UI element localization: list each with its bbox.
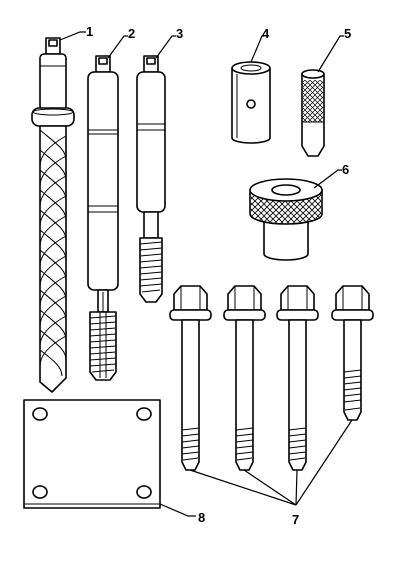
tool-2-long-tap [87,55,119,381]
callout-2: 2 [128,26,135,41]
part-8-plate [23,399,161,509]
bolt-7a [169,285,212,471]
callout-3: 3 [176,26,183,41]
tool-1-spiral-tool [31,37,75,393]
callout-5: 5 [344,26,351,41]
part-5-knurled-pin [301,69,325,157]
part-4-sleeve [231,61,271,144]
part-6-knurled-bushing [249,178,323,261]
callout-6: 6 [342,162,349,177]
callout-1: 1 [86,24,93,39]
callout-8: 8 [198,510,205,525]
tool-3-threaded-tool [136,55,166,303]
bolt-7d [331,285,374,421]
bolt-7b [223,285,266,471]
callout-4: 4 [262,26,270,41]
bolt-7c [276,285,319,471]
callout-7: 7 [292,512,299,527]
leader-lines [59,31,353,517]
